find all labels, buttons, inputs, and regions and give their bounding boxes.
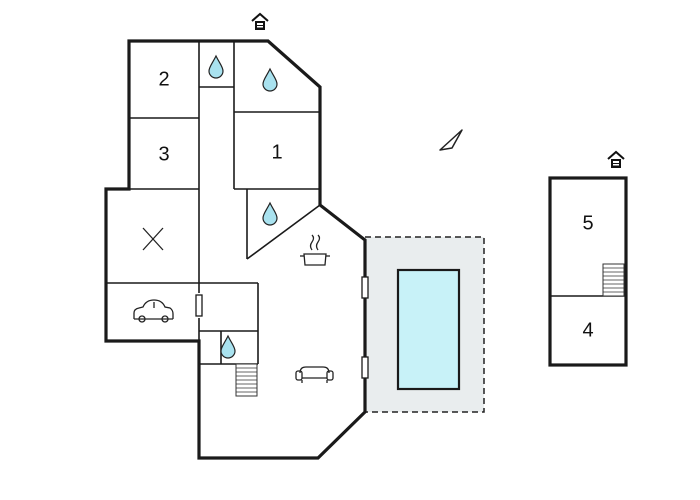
annex-outer-wall bbox=[548, 176, 628, 367]
door-terrace-bottom bbox=[361, 356, 369, 379]
room-label-1: 1 bbox=[271, 141, 282, 163]
north-arrow-icon bbox=[439, 129, 463, 151]
house-entrance-icon bbox=[607, 150, 625, 168]
room-label-5: 5 bbox=[582, 212, 593, 234]
house-entrance-icon bbox=[251, 12, 269, 30]
bathroom-drop-icon bbox=[220, 334, 236, 359]
storage-cross-icon bbox=[142, 227, 164, 251]
bathroom-drop-icon bbox=[262, 201, 278, 226]
stairs-icon bbox=[602, 263, 625, 297]
bathroom-drop-icon bbox=[262, 67, 278, 92]
room-label-3: 3 bbox=[158, 143, 169, 165]
kitchen-pot-icon bbox=[300, 234, 330, 266]
room-label-2: 2 bbox=[158, 68, 169, 90]
interior-walls bbox=[106, 41, 321, 365]
garage-car-icon bbox=[133, 299, 174, 323]
living-sofa-icon bbox=[295, 366, 334, 383]
stairs-icon bbox=[235, 363, 258, 397]
room-label-4: 4 bbox=[582, 319, 593, 341]
door-terrace-top bbox=[361, 276, 369, 299]
pool bbox=[396, 268, 461, 391]
door-garage bbox=[195, 294, 203, 317]
bathroom-drop-icon bbox=[208, 54, 224, 79]
